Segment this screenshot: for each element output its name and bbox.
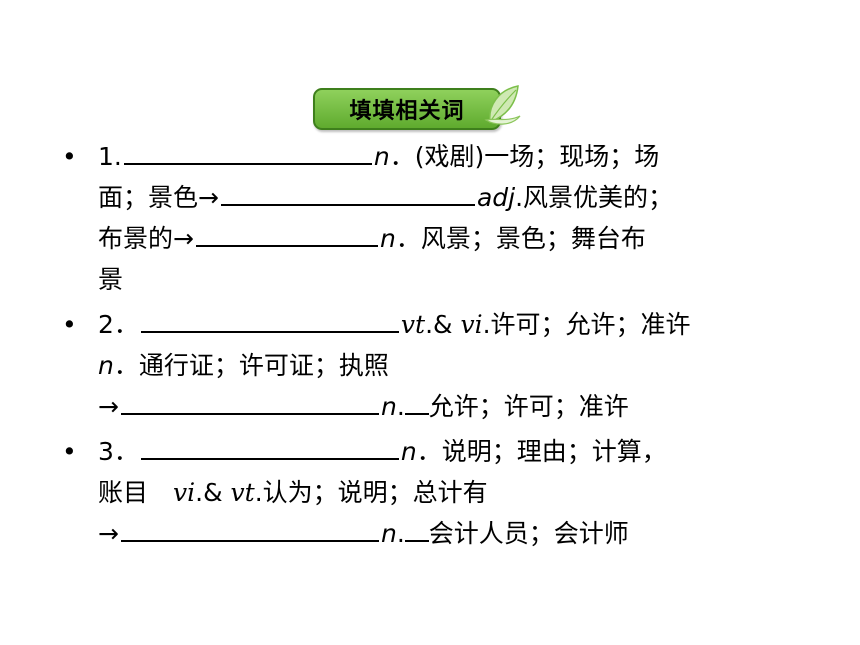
definition-text: 布景的→ — [98, 224, 194, 253]
line: 1. n．(戏剧)一场；现场；场 — [98, 136, 792, 177]
part-of-speech: vi — [460, 310, 483, 339]
part-of-speech: n — [380, 519, 397, 548]
line: 2． vt.& vi.许可；允许；准许 — [98, 304, 792, 345]
list-item: • 3．n．说明；理由；计算， 账目 vi.& vt.认为；说明；总计有 →n.… — [62, 431, 792, 554]
definition-text: .风景优美的； — [515, 183, 674, 212]
answer-blank[interactable] — [120, 386, 379, 415]
part-of-speech: n — [98, 351, 114, 380]
list-item: • 2．vt.& vi.许可；允许；准许 n．通行证；许可证；执照 →n.允许；… — [62, 304, 792, 427]
section-title: 填填相关词 — [349, 99, 465, 124]
part-of-speech: n — [400, 437, 417, 466]
definition-text: 会计人员；会计师 — [428, 519, 629, 548]
item-number: 1. — [98, 142, 122, 171]
leaf-icon — [484, 85, 521, 125]
definition-text: ．(戏剧)一场；现场；场 — [389, 142, 660, 171]
definition-text: 允许；许可；准许 — [428, 392, 629, 421]
definition-text: .许可；允许；准许 — [482, 310, 691, 339]
definition-text: ．说明；理由；计算， — [416, 437, 667, 466]
symbol-text: . — [396, 519, 405, 548]
symbol-text: .& — [425, 310, 461, 339]
part-of-speech: n — [373, 142, 390, 171]
definition-text: .认为；说明；总计有 — [254, 478, 488, 507]
part-of-speech: vt — [230, 478, 255, 507]
item-number: 2． — [98, 310, 139, 339]
answer-blank[interactable] — [123, 136, 372, 165]
part-of-speech: adj — [476, 183, 516, 212]
answer-blank[interactable] — [220, 177, 475, 206]
answer-blank[interactable] — [140, 304, 399, 333]
line: 3． n．说明；理由；计算， — [98, 431, 792, 472]
line: n．通行证；许可证；执照 — [98, 345, 792, 386]
symbol-text: .& — [195, 478, 231, 507]
vocabulary-list: • 1.n．(戏剧)一场；现场；场 面；景色→adj.风景优美的； 布景的→n．… — [62, 136, 792, 554]
definition-text: 账目 — [98, 478, 174, 507]
line: 面；景色→ adj.风景优美的； — [98, 177, 792, 218]
line: → n. 允许；许可；准许 — [98, 386, 792, 427]
line: 景 — [98, 259, 792, 300]
bullet: • — [62, 142, 77, 171]
bullet: • — [62, 437, 77, 466]
line: 账目 vi.& vt.认为；说明；总计有 — [98, 472, 792, 513]
arrow-symbol: → — [98, 519, 119, 548]
short-blank — [404, 386, 429, 415]
definition-text: ．风景；景色；舞台布 — [395, 224, 646, 253]
part-of-speech: vt — [400, 310, 426, 339]
answer-blank[interactable] — [120, 513, 379, 542]
part-of-speech: vi — [173, 478, 196, 507]
arrow-symbol: → — [98, 392, 119, 421]
line: 布景的→ n．风景；景色；舞台布 — [98, 218, 792, 259]
definition-text: 景 — [98, 265, 124, 294]
symbol-text: . — [396, 392, 405, 421]
definition-text: 面；景色→ — [98, 183, 219, 212]
short-blank — [404, 513, 429, 542]
bullet: • — [62, 310, 77, 339]
answer-blank[interactable] — [195, 218, 378, 247]
part-of-speech: n — [380, 392, 397, 421]
section-title-badge: 填填相关词 — [313, 88, 501, 130]
part-of-speech: n — [379, 224, 396, 253]
answer-blank[interactable] — [140, 431, 399, 460]
list-item: • 1.n．(戏剧)一场；现场；场 面；景色→adj.风景优美的； 布景的→n．… — [62, 136, 792, 300]
line: → n. 会计人员；会计师 — [98, 513, 792, 554]
definition-text: ．通行证；许可证；执照 — [113, 351, 389, 380]
item-number: 3． — [98, 437, 139, 466]
